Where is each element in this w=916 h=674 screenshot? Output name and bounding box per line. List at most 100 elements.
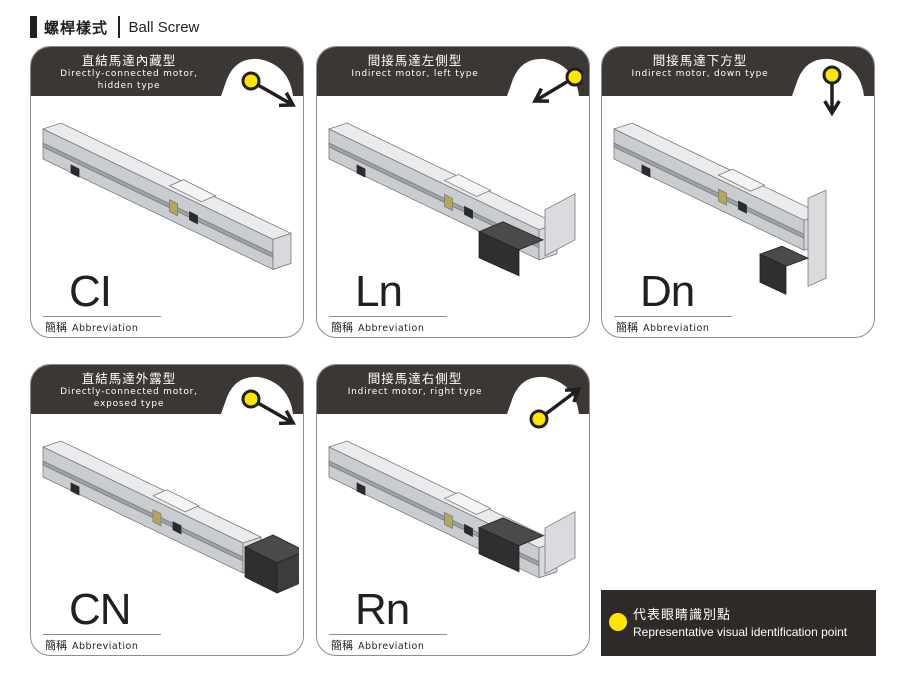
card-title-en: Indirect motor, left type (351, 69, 479, 79)
arrow-head (278, 409, 296, 426)
identification-dot-icon (565, 67, 583, 87)
card-header-shape (602, 47, 874, 96)
linear-actuator-illustration (327, 122, 576, 277)
linear-actuator-illustration (612, 122, 827, 295)
arrow-head (823, 100, 841, 117)
title-separator (118, 16, 120, 38)
abbreviation-label-en: Abbreviation (358, 323, 425, 334)
belt-housing (544, 511, 576, 575)
sensor-block (70, 164, 80, 178)
abbreviation-code: CN (69, 585, 132, 634)
card-title-en-line2: exposed type (93, 399, 165, 409)
abbreviation-divider (614, 316, 732, 317)
abbreviation-label-en: Abbreviation (72, 641, 139, 652)
arrow-down-right-icon (241, 71, 296, 108)
card-title-en-line2: hidden type (97, 81, 161, 91)
sensor-block (172, 521, 182, 535)
card-title-zh: 直結馬達內藏型 (81, 53, 177, 68)
identification-dot-icon (241, 389, 261, 409)
carriage-marker (152, 509, 162, 527)
motor-side (276, 553, 299, 594)
identification-dot-icon (241, 71, 261, 91)
arrow-head (564, 386, 582, 403)
motor-front (478, 527, 520, 573)
sensor-block (464, 205, 473, 220)
carriage-top (443, 491, 492, 515)
sensor-block (356, 164, 366, 178)
carriage-top (443, 173, 492, 197)
card-header-shape (31, 365, 303, 414)
abbreviation-code: Rn (355, 585, 410, 634)
linear-actuator-illustration (41, 122, 293, 271)
arrow-head (532, 87, 550, 103)
abbreviation-label: 簡稱 Abbreviation (616, 319, 709, 335)
carriage-marker (444, 511, 453, 530)
card-title-en: Directly-connected motor, (60, 69, 198, 79)
abbreviation-label-en: Abbreviation (643, 323, 710, 334)
carriage-marker (169, 199, 178, 217)
motor-front (759, 253, 787, 295)
abbreviation-label-en: Abbreviation (358, 641, 425, 652)
carriage-top (717, 168, 766, 192)
rail-groove (42, 460, 244, 562)
linear-actuator-illustration (327, 440, 576, 579)
legend-box: 代表眼睛識別點 Representative visual identifica… (601, 590, 876, 656)
card-title-zh: 間接馬達右側型 (367, 371, 463, 386)
sensor-block (70, 482, 80, 496)
title-bar-mark (30, 16, 37, 38)
abbreviation-divider (43, 634, 161, 635)
rail-groove (613, 142, 805, 239)
arrow-down-right-icon (241, 389, 296, 426)
rail-end-cap (272, 232, 292, 270)
card-header-shape (317, 47, 589, 96)
linear-actuator-illustration (41, 440, 299, 594)
legend-title-en: Representative visual identification poi… (633, 625, 848, 639)
rail-top-face (41, 122, 293, 240)
section-title: 螺桿樣式 Ball Screw (30, 14, 199, 40)
abbreviation-label: 簡稱 Abbreviation (331, 319, 424, 335)
abbreviation-code: Ln (355, 267, 403, 316)
sensor-block (464, 523, 473, 538)
carriage-top (168, 179, 217, 203)
arrow-down-icon (822, 65, 842, 117)
card-title-en: Indirect motor, right type (347, 387, 483, 397)
belt-housing (544, 193, 576, 257)
identification-dot-icon (529, 409, 549, 429)
abbreviation-label-en: Abbreviation (72, 323, 139, 334)
card-title-zh: 間接馬達左側型 (367, 53, 463, 68)
sensor-block (356, 482, 366, 496)
identification-dot-icon (609, 613, 627, 631)
sensor-block (738, 200, 747, 214)
card-title-zh: 間接馬達下方型 (652, 53, 748, 68)
section-title-zh: 螺桿樣式 (44, 18, 109, 37)
card-header-shape (31, 47, 303, 96)
card-title-en: Directly-connected motor, (60, 387, 198, 397)
legend-title-zh: 代表眼睛識別點 (633, 608, 732, 623)
abbreviation-label-zh: 簡稱 (616, 321, 638, 334)
section-title-en: Ball Screw (128, 18, 200, 36)
arrow-head (278, 91, 296, 108)
belt-housing (807, 189, 827, 287)
card-header-shape (317, 365, 589, 414)
abbreviation-label-zh: 簡稱 (331, 321, 353, 334)
sensor-block (641, 164, 651, 178)
card-title-zh: 直結馬達外露型 (81, 371, 177, 386)
arrow-down-left-icon (532, 67, 583, 103)
abbreviation-code: CI (69, 267, 112, 316)
identification-dot-icon (822, 65, 842, 85)
carriage-marker (718, 188, 727, 206)
abbreviation-code: Dn (640, 267, 695, 316)
card-title-en: Indirect motor, down type (631, 69, 769, 79)
arrow-up-right-icon (529, 386, 582, 429)
rail-groove (42, 142, 274, 259)
